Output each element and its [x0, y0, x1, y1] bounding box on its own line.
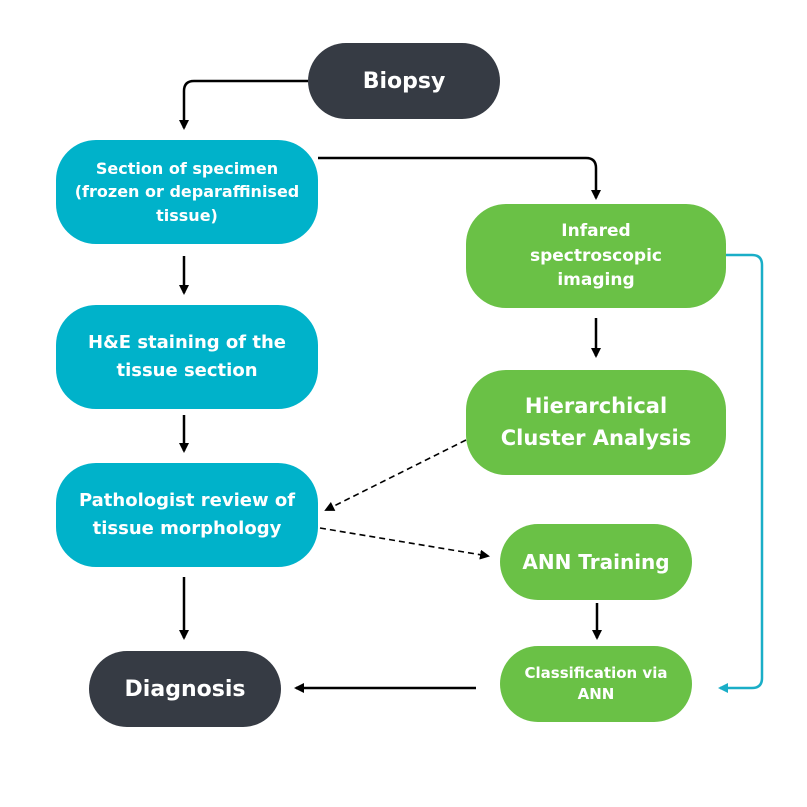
node-biopsy: Biopsy	[308, 43, 500, 119]
node-infrared-label: Infared spectroscopic imaging	[529, 221, 663, 291]
arrow-section-to-infrared	[318, 156, 601, 200]
node-he-staining: H&E staining of the tissue section	[56, 305, 318, 409]
node-he-staining-label: H&E staining of the tissue section	[88, 332, 286, 381]
node-hca-label: Hierarchical Cluster Analysis	[500, 394, 692, 450]
node-diagnosis-label: Diagnosis	[124, 676, 246, 702]
node-ann-training-label: ANN Training	[522, 550, 670, 574]
node-pathologist-review-label: Pathologist review of tissue morphology	[78, 490, 296, 539]
node-biopsy-label: Biopsy	[362, 68, 446, 94]
node-diagnosis: Diagnosis	[89, 651, 281, 727]
node-classification-label: Classification via ANN	[524, 664, 668, 703]
node-classification: Classification via ANN	[500, 646, 692, 722]
node-hca: Hierarchical Cluster Analysis	[466, 370, 726, 475]
arrow-biopsy-to-section	[179, 79, 308, 130]
node-section-label: Section of specimen (frozen or deparaffi…	[74, 159, 300, 225]
node-infrared: Infared spectroscopic imaging	[466, 204, 726, 308]
arrow-infrared-to-classification	[718, 253, 764, 693]
arrow-hca-to-pathologist	[324, 439, 467, 511]
arrow-pathologist-to-ann-training	[319, 527, 490, 560]
node-section: Section of specimen (frozen or deparaffi…	[56, 140, 318, 244]
node-pathologist-review: Pathologist review of tissue morphology	[56, 463, 318, 567]
node-ann-training: ANN Training	[500, 524, 692, 600]
